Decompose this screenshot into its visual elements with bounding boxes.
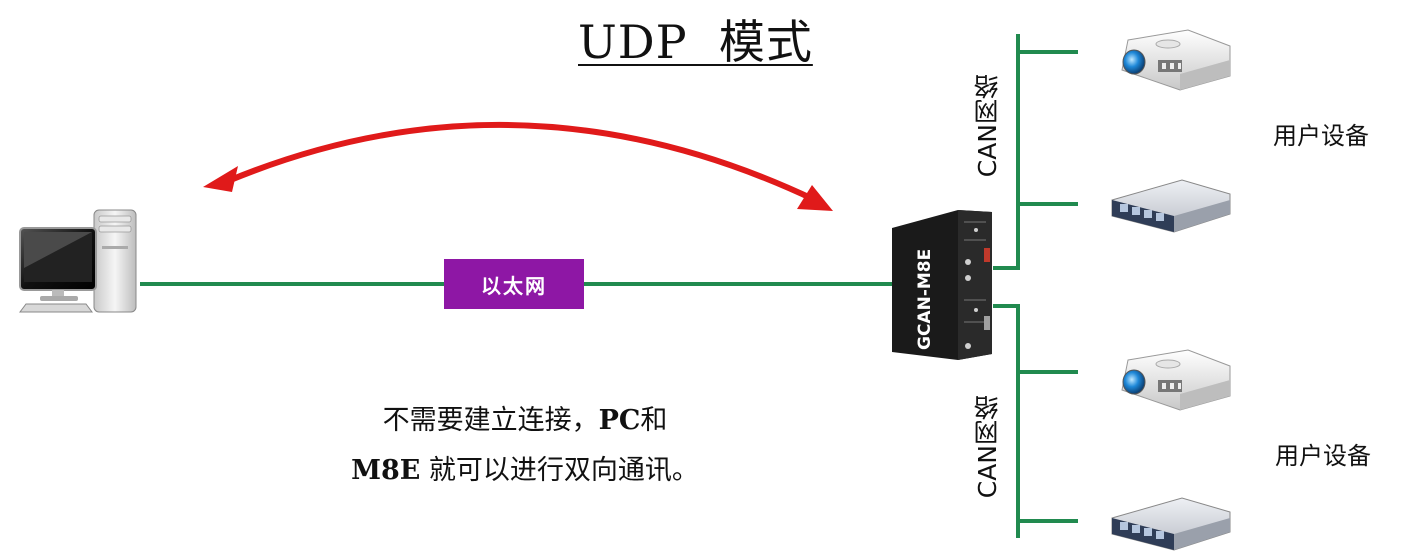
gcan-m8e-device-icon: GCAN-M8E bbox=[892, 210, 992, 360]
bidirectional-arrow bbox=[203, 121, 833, 211]
projector-icon bbox=[1121, 29, 1231, 91]
caption-line-1-text: 不需要建立连接， bbox=[382, 405, 599, 436]
projector-icon bbox=[1121, 349, 1231, 411]
user-devices-label-bottom: 用户设备 bbox=[1275, 442, 1371, 470]
ethernet-label: 以太网 bbox=[444, 259, 584, 309]
caption-line-2-text: 就可以进行双向通讯。 bbox=[420, 455, 699, 486]
user-devices-label-top: 用户设备 bbox=[1273, 122, 1369, 150]
caption-line-1-end: 和 bbox=[640, 405, 668, 436]
arrow-head-left-icon bbox=[203, 166, 238, 192]
pc-computer-icon bbox=[19, 209, 137, 313]
network-switch-icon bbox=[1111, 179, 1231, 233]
can-bus-lines bbox=[993, 34, 1078, 538]
device-name-label: GCAN-M8E bbox=[915, 249, 935, 350]
diagram-title: UDP 模式 bbox=[578, 15, 813, 69]
can-network-label-bottom: CAN网络 bbox=[973, 395, 1002, 499]
arrow-head-right-icon bbox=[797, 185, 833, 211]
network-switch-icon bbox=[1111, 497, 1231, 551]
caption-line-1: 不需要建立连接，PC和 bbox=[310, 398, 740, 437]
caption-pc: PC bbox=[598, 405, 641, 436]
caption-line-2: M8E 就可以进行双向通讯。 bbox=[310, 448, 740, 487]
caption-m8e: M8E bbox=[351, 455, 421, 486]
can-network-label-top: CAN网络 bbox=[973, 74, 1002, 178]
